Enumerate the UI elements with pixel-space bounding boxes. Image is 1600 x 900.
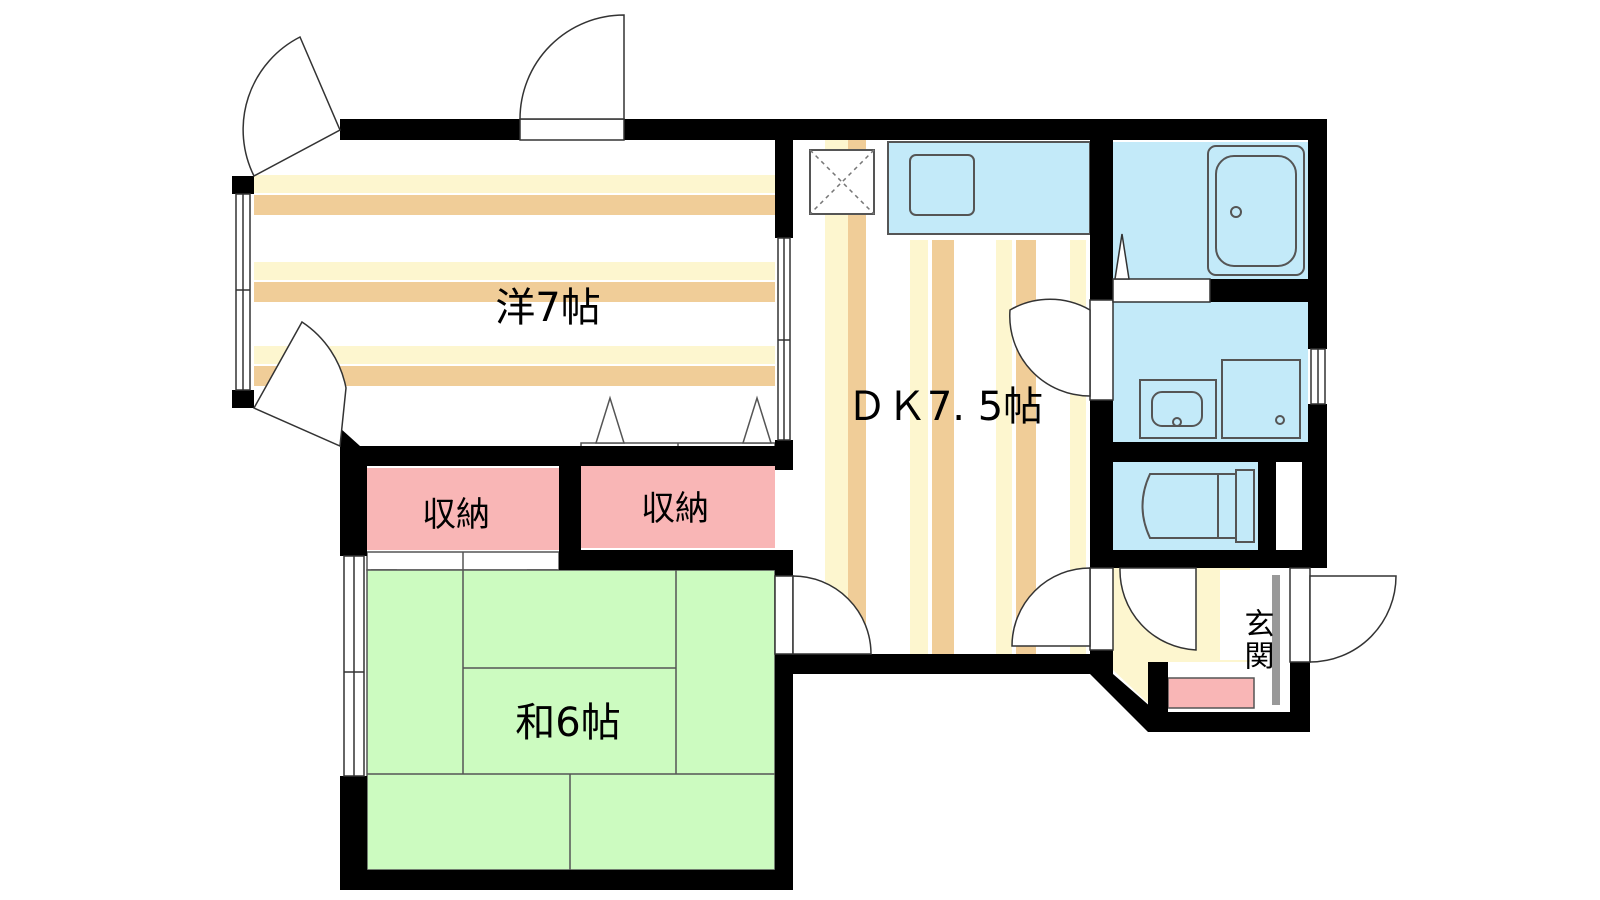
washing-machine-icon bbox=[1221, 359, 1301, 439]
western-room-label: 洋7帖 bbox=[495, 285, 600, 331]
bathtub-icon bbox=[1207, 145, 1305, 276]
western-room-flooring bbox=[254, 175, 775, 386]
refrigerator-space-icon bbox=[809, 149, 875, 215]
toilet-room bbox=[1113, 462, 1302, 550]
walls bbox=[232, 119, 1327, 890]
entrance-hall-floor bbox=[1220, 570, 1264, 660]
sink-icon bbox=[909, 154, 975, 216]
dk-flooring bbox=[825, 140, 1086, 654]
entrance-label: 玄関 bbox=[1239, 608, 1274, 672]
washroom bbox=[1113, 302, 1308, 442]
toilet-icon bbox=[1141, 469, 1255, 543]
storage-left: 収納 bbox=[367, 468, 559, 550]
door-western-upper bbox=[242, 35, 341, 178]
western-room: 洋7帖 bbox=[254, 140, 775, 446]
dining-kitchen: ＤＫ7. 5帖 bbox=[793, 140, 1091, 654]
door-dk-entrance bbox=[1089, 567, 1114, 651]
door-washroom bbox=[1089, 299, 1114, 401]
shoe-box bbox=[1167, 677, 1255, 709]
japanese-room: 和6帖 bbox=[366, 569, 776, 871]
storage-right-label: 収納 bbox=[641, 489, 709, 529]
door-western-lower bbox=[252, 320, 347, 448]
doors bbox=[242, 14, 1397, 663]
japanese-room-label: 和6帖 bbox=[515, 700, 620, 746]
bathroom bbox=[1113, 142, 1308, 279]
windows bbox=[235, 193, 1326, 777]
door-western-top bbox=[519, 118, 625, 141]
step-edge bbox=[1272, 575, 1280, 705]
dk-label: ＤＫ7. 5帖 bbox=[847, 384, 1043, 430]
kitchen-counter bbox=[887, 141, 1091, 235]
tatami-floor bbox=[367, 570, 775, 870]
storage-left-label: 収納 bbox=[422, 495, 490, 535]
door-toilet bbox=[1119, 567, 1197, 651]
door-bathroom bbox=[1112, 278, 1211, 303]
door-front bbox=[1289, 567, 1311, 663]
door-japanese bbox=[774, 575, 794, 655]
storage-right: 収納 bbox=[581, 466, 775, 548]
